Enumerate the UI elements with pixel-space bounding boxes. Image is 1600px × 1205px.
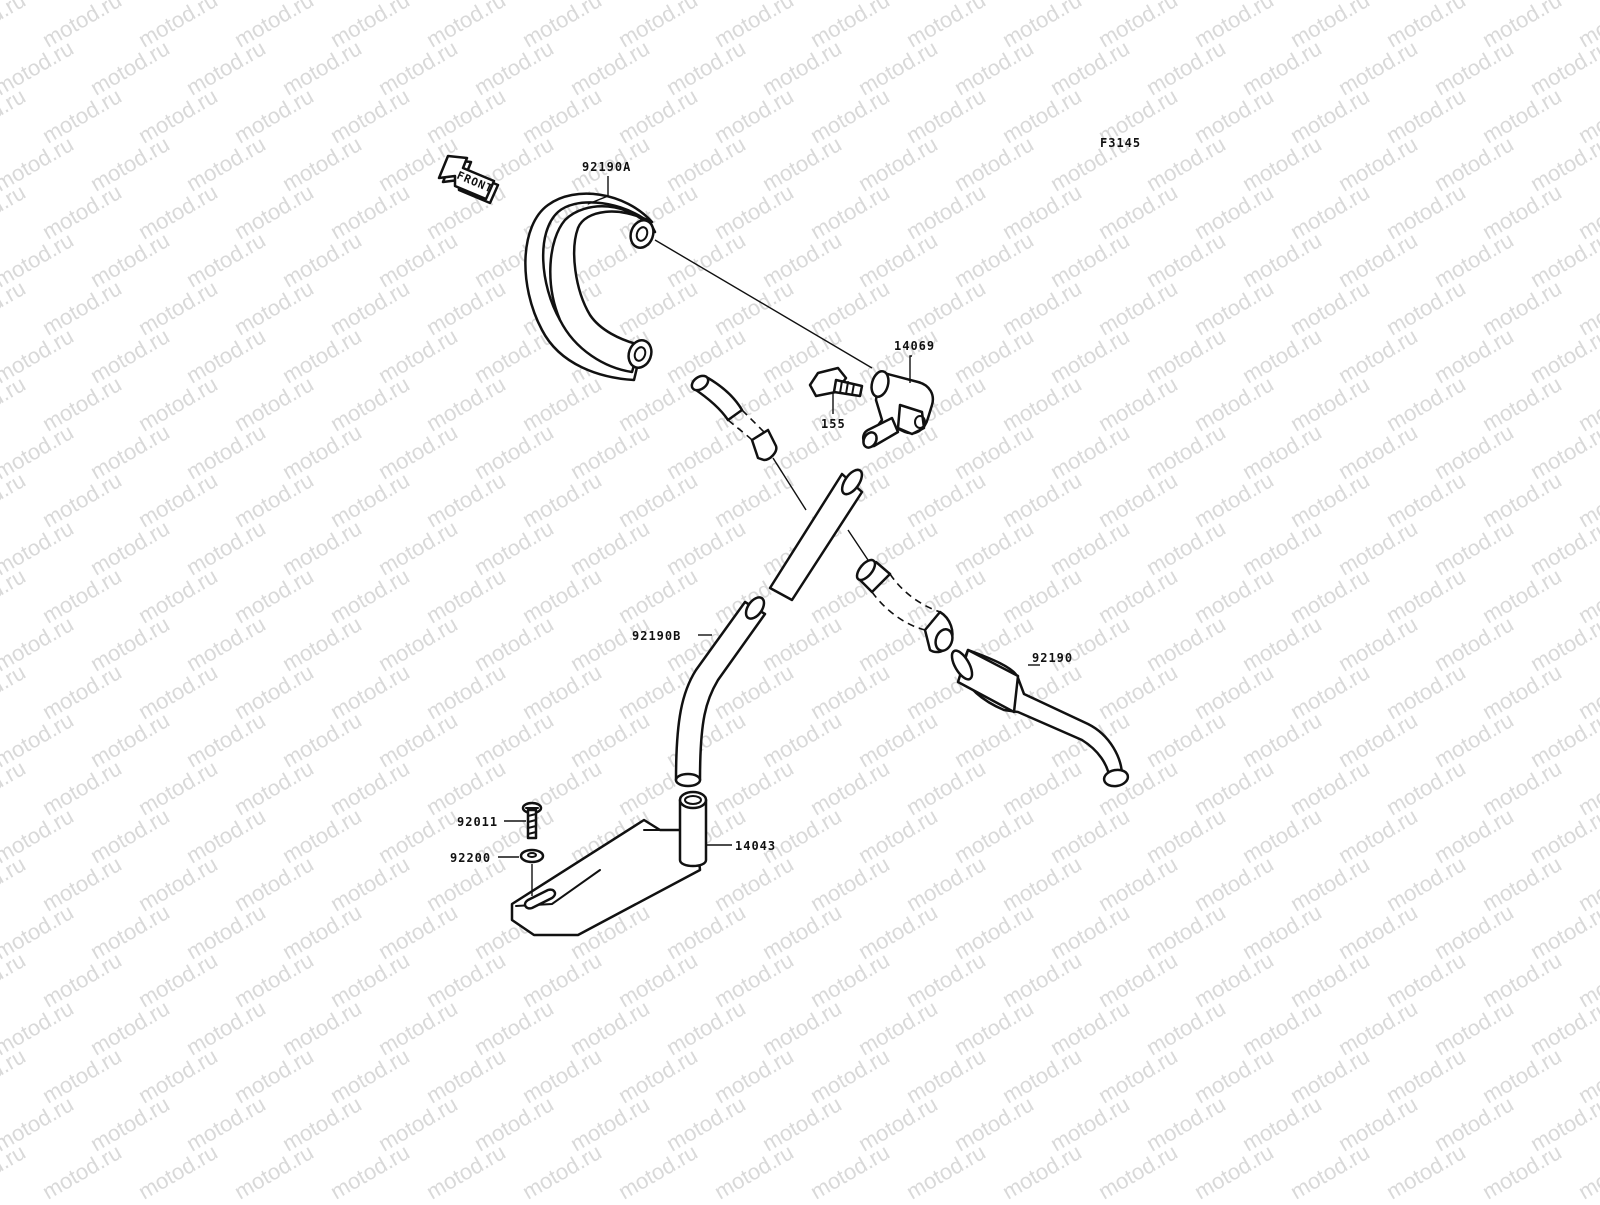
label-14069: 14069 [894, 339, 935, 353]
watermark-text: motod.ru [1478, 1139, 1566, 1200]
watermark-text: motod.ru [230, 1139, 318, 1200]
watermark-text: motod.ru [0, 563, 30, 628]
watermark-text: motod.ru [1190, 1139, 1278, 1200]
screw-92011 [521, 801, 543, 840]
label-92190: 92190 [1032, 651, 1073, 665]
label-92190a: 92190A [582, 160, 631, 174]
label-14043: 14043 [735, 839, 776, 853]
watermark-text: motod.ru [1526, 707, 1600, 772]
watermark-text: motod.ru [0, 1043, 30, 1108]
hose-segment-right [855, 558, 954, 654]
watermark-text: motod.ru [0, 83, 30, 148]
watermark-text: motod.ru [134, 1139, 222, 1200]
fitting-14069 [861, 370, 935, 449]
watermark-text: motod.ru [1526, 515, 1600, 580]
watermark-text: motod.ru [998, 1139, 1086, 1200]
watermark-text: motod.ru [0, 179, 30, 244]
watermark-text: motod.ru [326, 1139, 414, 1200]
watermark-text: motod.ru [614, 1139, 702, 1200]
watermark-text: motod.ru [422, 1139, 510, 1200]
bolt-155 [808, 366, 864, 398]
watermark-text: motod.ru [0, 371, 30, 436]
washer-92200 [519, 848, 545, 864]
watermark-text: motod.ru [1526, 131, 1600, 196]
watermark-text: motod.ru [710, 1139, 798, 1200]
watermark-text: motod.ru [0, 851, 30, 916]
watermark-text: motod.ru [1526, 899, 1600, 964]
watermark-text: motod.ru [1526, 803, 1600, 868]
watermark-text: motod.ru [1526, 227, 1600, 292]
watermark-text: motod.ru [1382, 1139, 1470, 1200]
hose-segment-center [768, 468, 864, 602]
hose-segment-upper-left [690, 374, 778, 462]
watermark-text: motod.ru [1526, 995, 1600, 1060]
watermark-text: motod.ru [0, 659, 30, 724]
figure-code: F3145 [1100, 136, 1141, 150]
watermark-text: motod.ru [806, 1139, 894, 1200]
watermark-text: motod.ru [1526, 611, 1600, 676]
watermark-text: motod.ru [1526, 323, 1600, 388]
label-155: 155 [821, 417, 846, 431]
watermark-text: motod.ru [0, 0, 30, 52]
watermark-text: motod.ru [1526, 35, 1600, 100]
label-92190b: 92190B [632, 629, 681, 643]
watermark-text: motod.ru [0, 275, 30, 340]
watermark-text: motod.ru [1526, 419, 1600, 484]
watermark-text: motod.ru [0, 947, 30, 1012]
watermark-text: motod.ru [1286, 1139, 1374, 1200]
label-92011: 92011 [457, 815, 498, 829]
watermark-text: motod.ru [0, 1139, 30, 1200]
watermark-text: motod.ru [1094, 1139, 1182, 1200]
watermark-text: motod.ru [1574, 1139, 1600, 1200]
bracket-14043 [510, 790, 708, 937]
watermark-text: motod.ru [38, 1139, 126, 1200]
hose-92190 [950, 648, 1130, 788]
watermark-text: motod.ru [0, 755, 30, 820]
watermark-text: motod.ru [518, 1139, 606, 1200]
hose-92190b [674, 596, 767, 788]
hose-92190a [524, 192, 657, 382]
watermark-text: motod.ru [0, 467, 30, 532]
watermark-text: motod.ru [1526, 1091, 1600, 1156]
label-92200: 92200 [450, 851, 491, 865]
watermark-text: motod.ru [902, 1139, 990, 1200]
